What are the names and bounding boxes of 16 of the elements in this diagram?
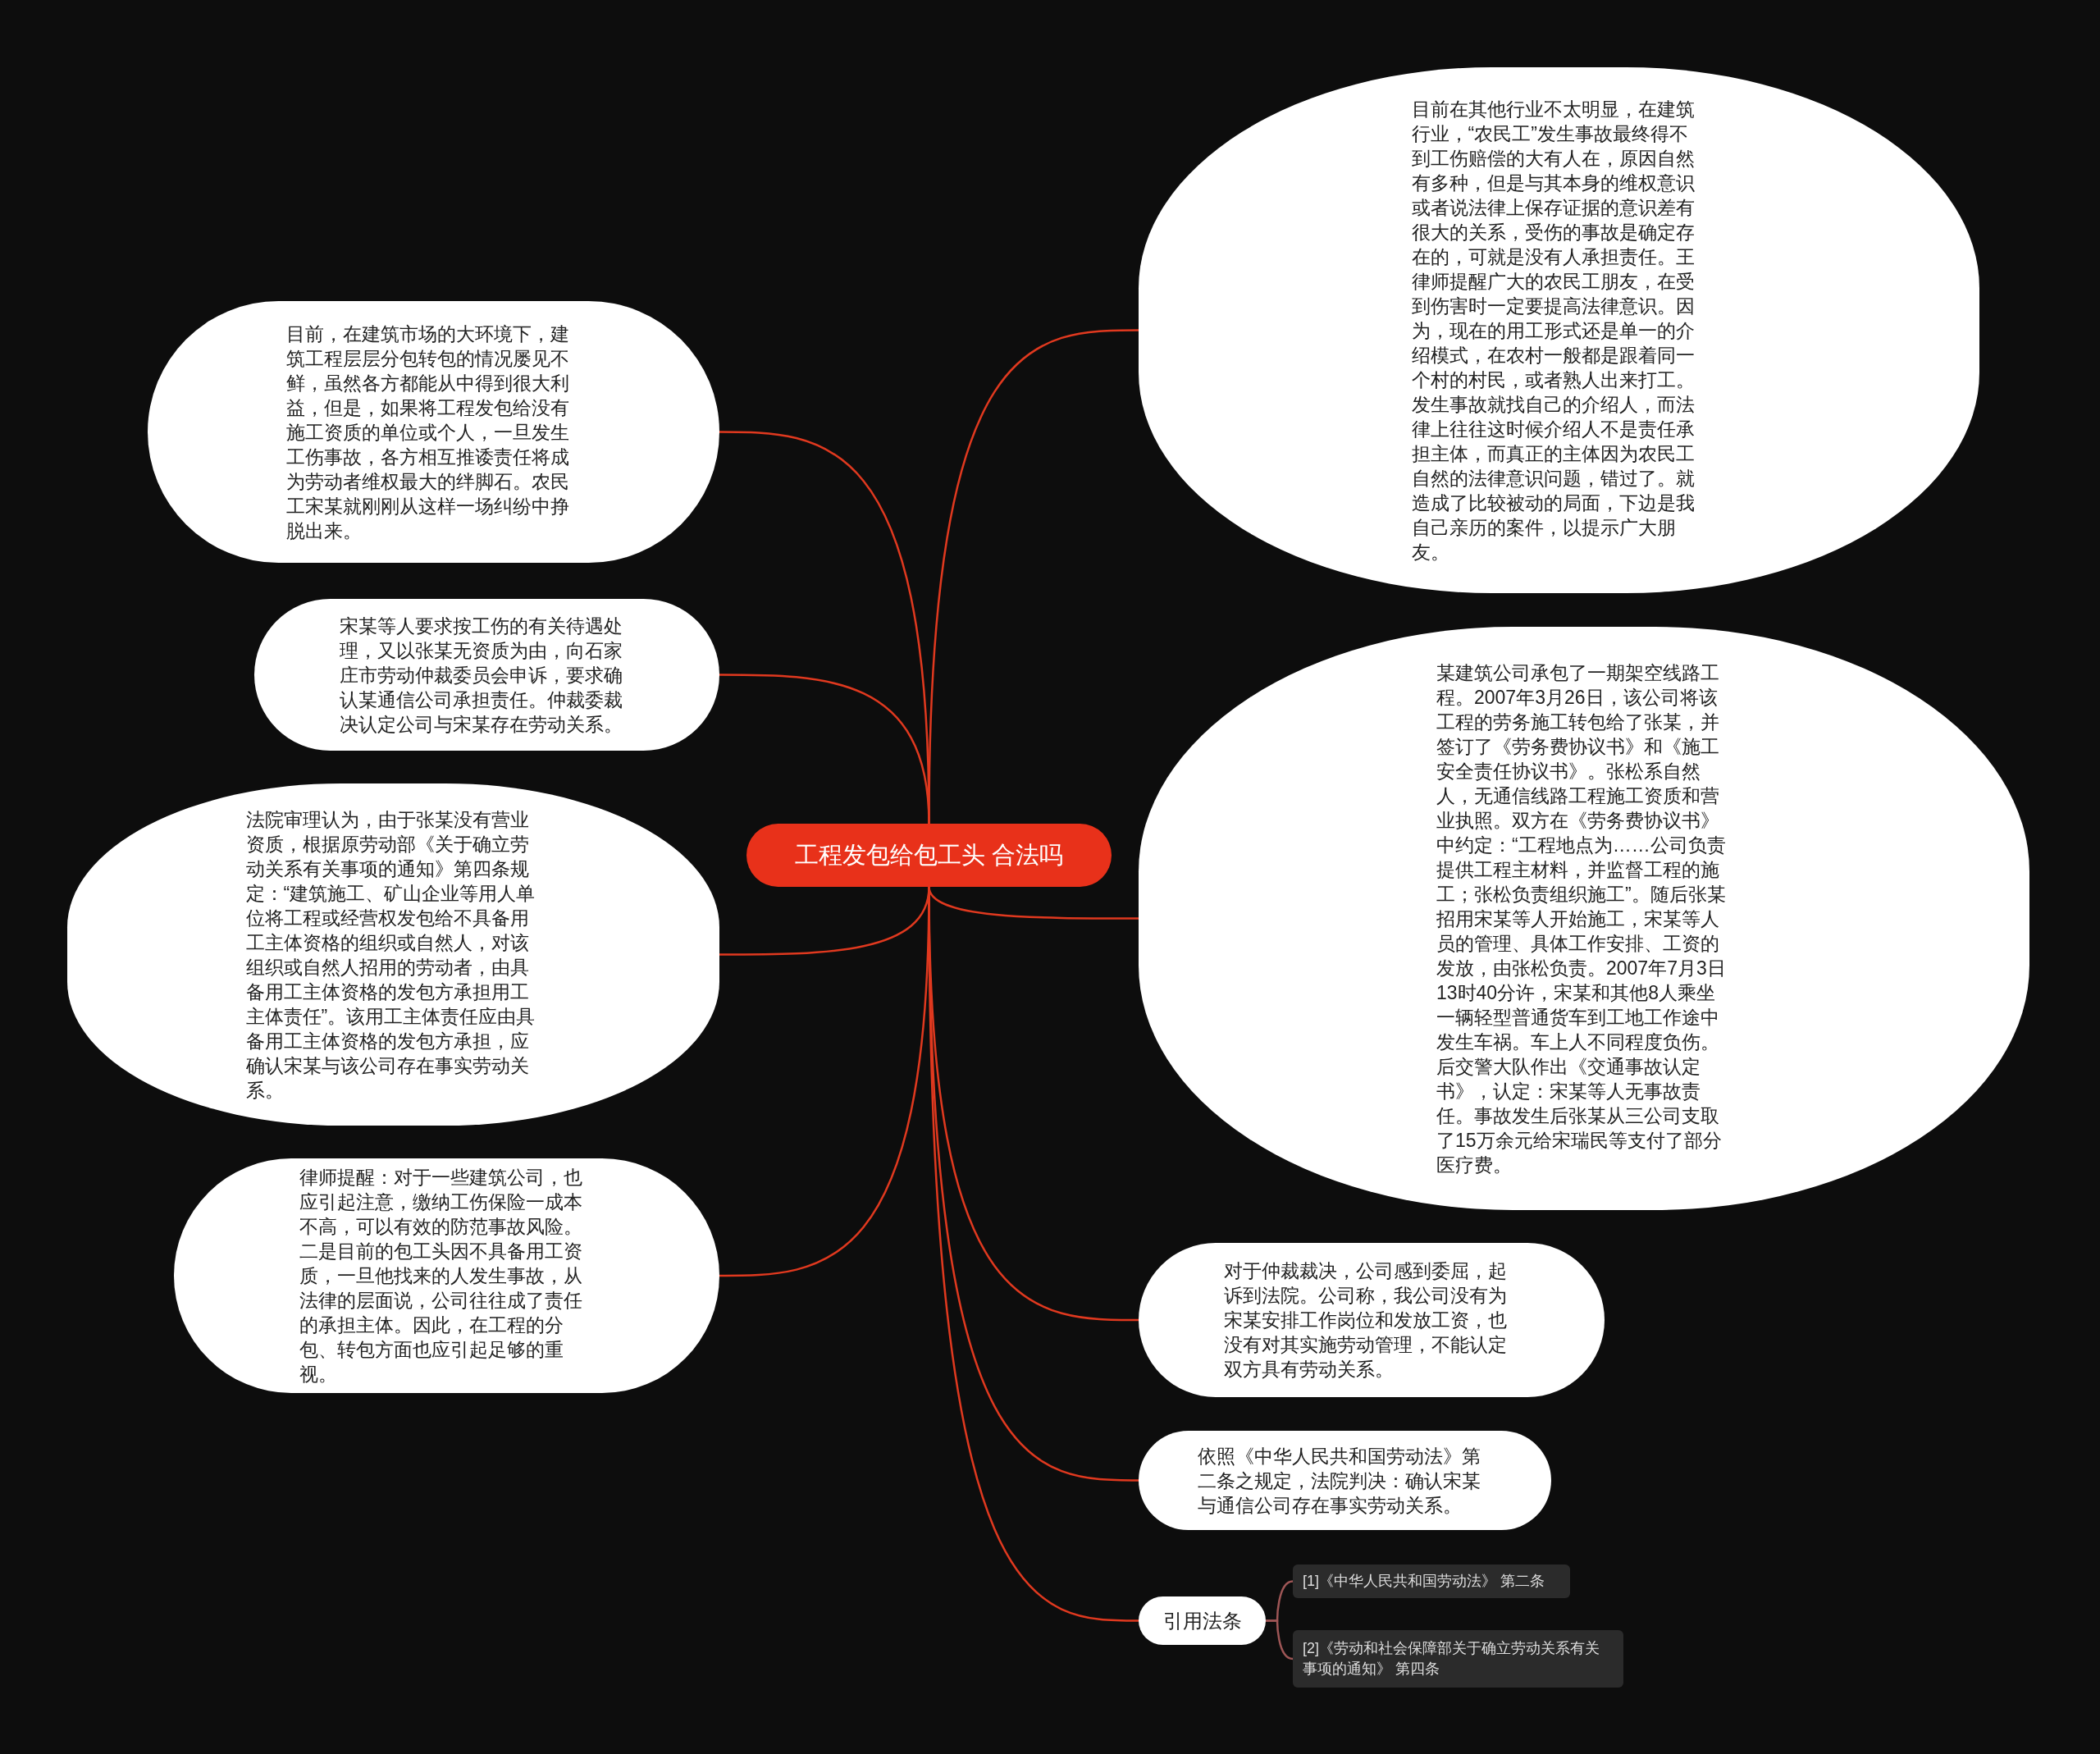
connector-line	[719, 674, 930, 824]
topic-text: 目前，在建筑市场的大环境下，建筑工程层层分包转包的情况屡见不鲜，虽然各方都能从中得到很大利益，但是，如果将工程发包给没有施工资质的单位或个人，一旦发生工伤事故，各方相互推诿责任将成为劳动者维权最大的绊脚石。农民工宋某就刚刚从这样一场纠纷中挣脱出来。	[285, 322, 570, 543]
topic-text: 目前在其他行业不太明显，在建筑行业，“农民工”发生事故最终得不到工伤赔偿的大有人在，原因自然有多种，但是与其本身的维权意识或者说法律上保存证据的意识差有很大的关系，受伤的事故是确定存在的，可就是没有人承担责任。王律师提醒广大的农民工朋友，在受到伤害时一定要提高法律意识。因为，现在的用工形式还是单一的介绍模式，在农村一般都是跟着同一个村的村民，或者熟人出来打工。发生事故就找自己的介绍人，而法律上往往这时候介绍人不是责任承担主体，而真正的主体因为农民工自然的法律意识问题，错过了。就造成了比较被动的局面，下边是我自己亲历的案件，以提示广大朋友。	[1411, 97, 1696, 564]
reference-card	[1293, 1630, 1623, 1688]
topic-text: 对于仲裁裁决，公司感到委屈，起诉到法院。公司称，我公司没有为宋某安排工作岗位和发放工资，也没有对其实施劳动管理，不能认定双方具有劳动关系。	[1224, 1259, 1508, 1382]
topic-text: 工程发包给包工头 合法吗	[794, 840, 1064, 870]
topic-text: 依照《中华人民共和国劳动法》第二条之规定，法院判决：确认宋某与通信公司存在事实劳动关系。	[1197, 1444, 1481, 1518]
topic-text: [2]《劳动和社会保障部关于确立劳动关系有关事项的通知》 第四条	[1303, 1639, 1600, 1679]
topic-text: 宋某等人要求按工伤的有关待遇处理，又以张某无资质为由，向石家庄市劳动仲裁委员会申诉，要求确认某通信公司承担责任。仲裁委裁决认定公司与宋某存在劳动关系。	[339, 614, 623, 737]
topic-text: 引用法条	[1162, 1608, 1242, 1633]
topic-text: 律师提醒：对于一些建筑公司，也应引起注意，缴纳工伤保险一成本不高，可以有效的防范事故风险。二是目前的包工头因不具备用工资质，一旦他找来的人发生事故，从法律的层面说，公司往往成了责任的承担主体。因此，在工程的分包、转包方面也应引起足够的重视。	[299, 1166, 583, 1386]
topic-text: 法院审理认为，由于张某没有营业资质，根据原劳动部《关于确立劳动关系有关事项的通知》第四条规定：“建筑施工、矿山企业等用人单位将工程或经营权发包给不具备用工主体资格的组织或自然人，对该组织或自然人招用的劳动者，由具备用工主体资格的发包方承担用工主体责任”。该用工主体责任应由具备用工主体资格的发包方承担，应确认宋某与该公司存在事实劳动关系。	[245, 807, 536, 1103]
topic-text: [1]《中华人民共和国劳动法》 第二条	[1303, 1572, 1545, 1591]
reference-card	[1293, 1564, 1570, 1598]
topic-text: 某建筑公司承包了一期架空线路工程。2007年3月26日，该公司将该工程的劳务施工转包给了张某，并签订了《劳务费协议书》和《施工安全责任协议书》。张松系自然人，无通信线路工程施工资质和营业执照。双方在《劳务费协议书》中约定：“工程地点为……公司负责提供工程主材料，并监督工程的施工；张松负责组织施工”。随后张某招用宋某等人开始施工，宋某等人员的管理、具体工作安排、工资的发放，由张松负责。2007年7月3日13时40分许，宋某和其他8人乘坐一辆轻型普通货车到工地工作途中发生车祸。车上人不同程度负伤。后交警大队作出《交通事故认定书》，认定：宋某等人无事故责任。事故发生后张某从三公司支取了15万余元给宋瑞民等支付了部分医疗费。	[1436, 660, 1727, 1177]
connector-line	[1266, 1619, 1294, 1660]
